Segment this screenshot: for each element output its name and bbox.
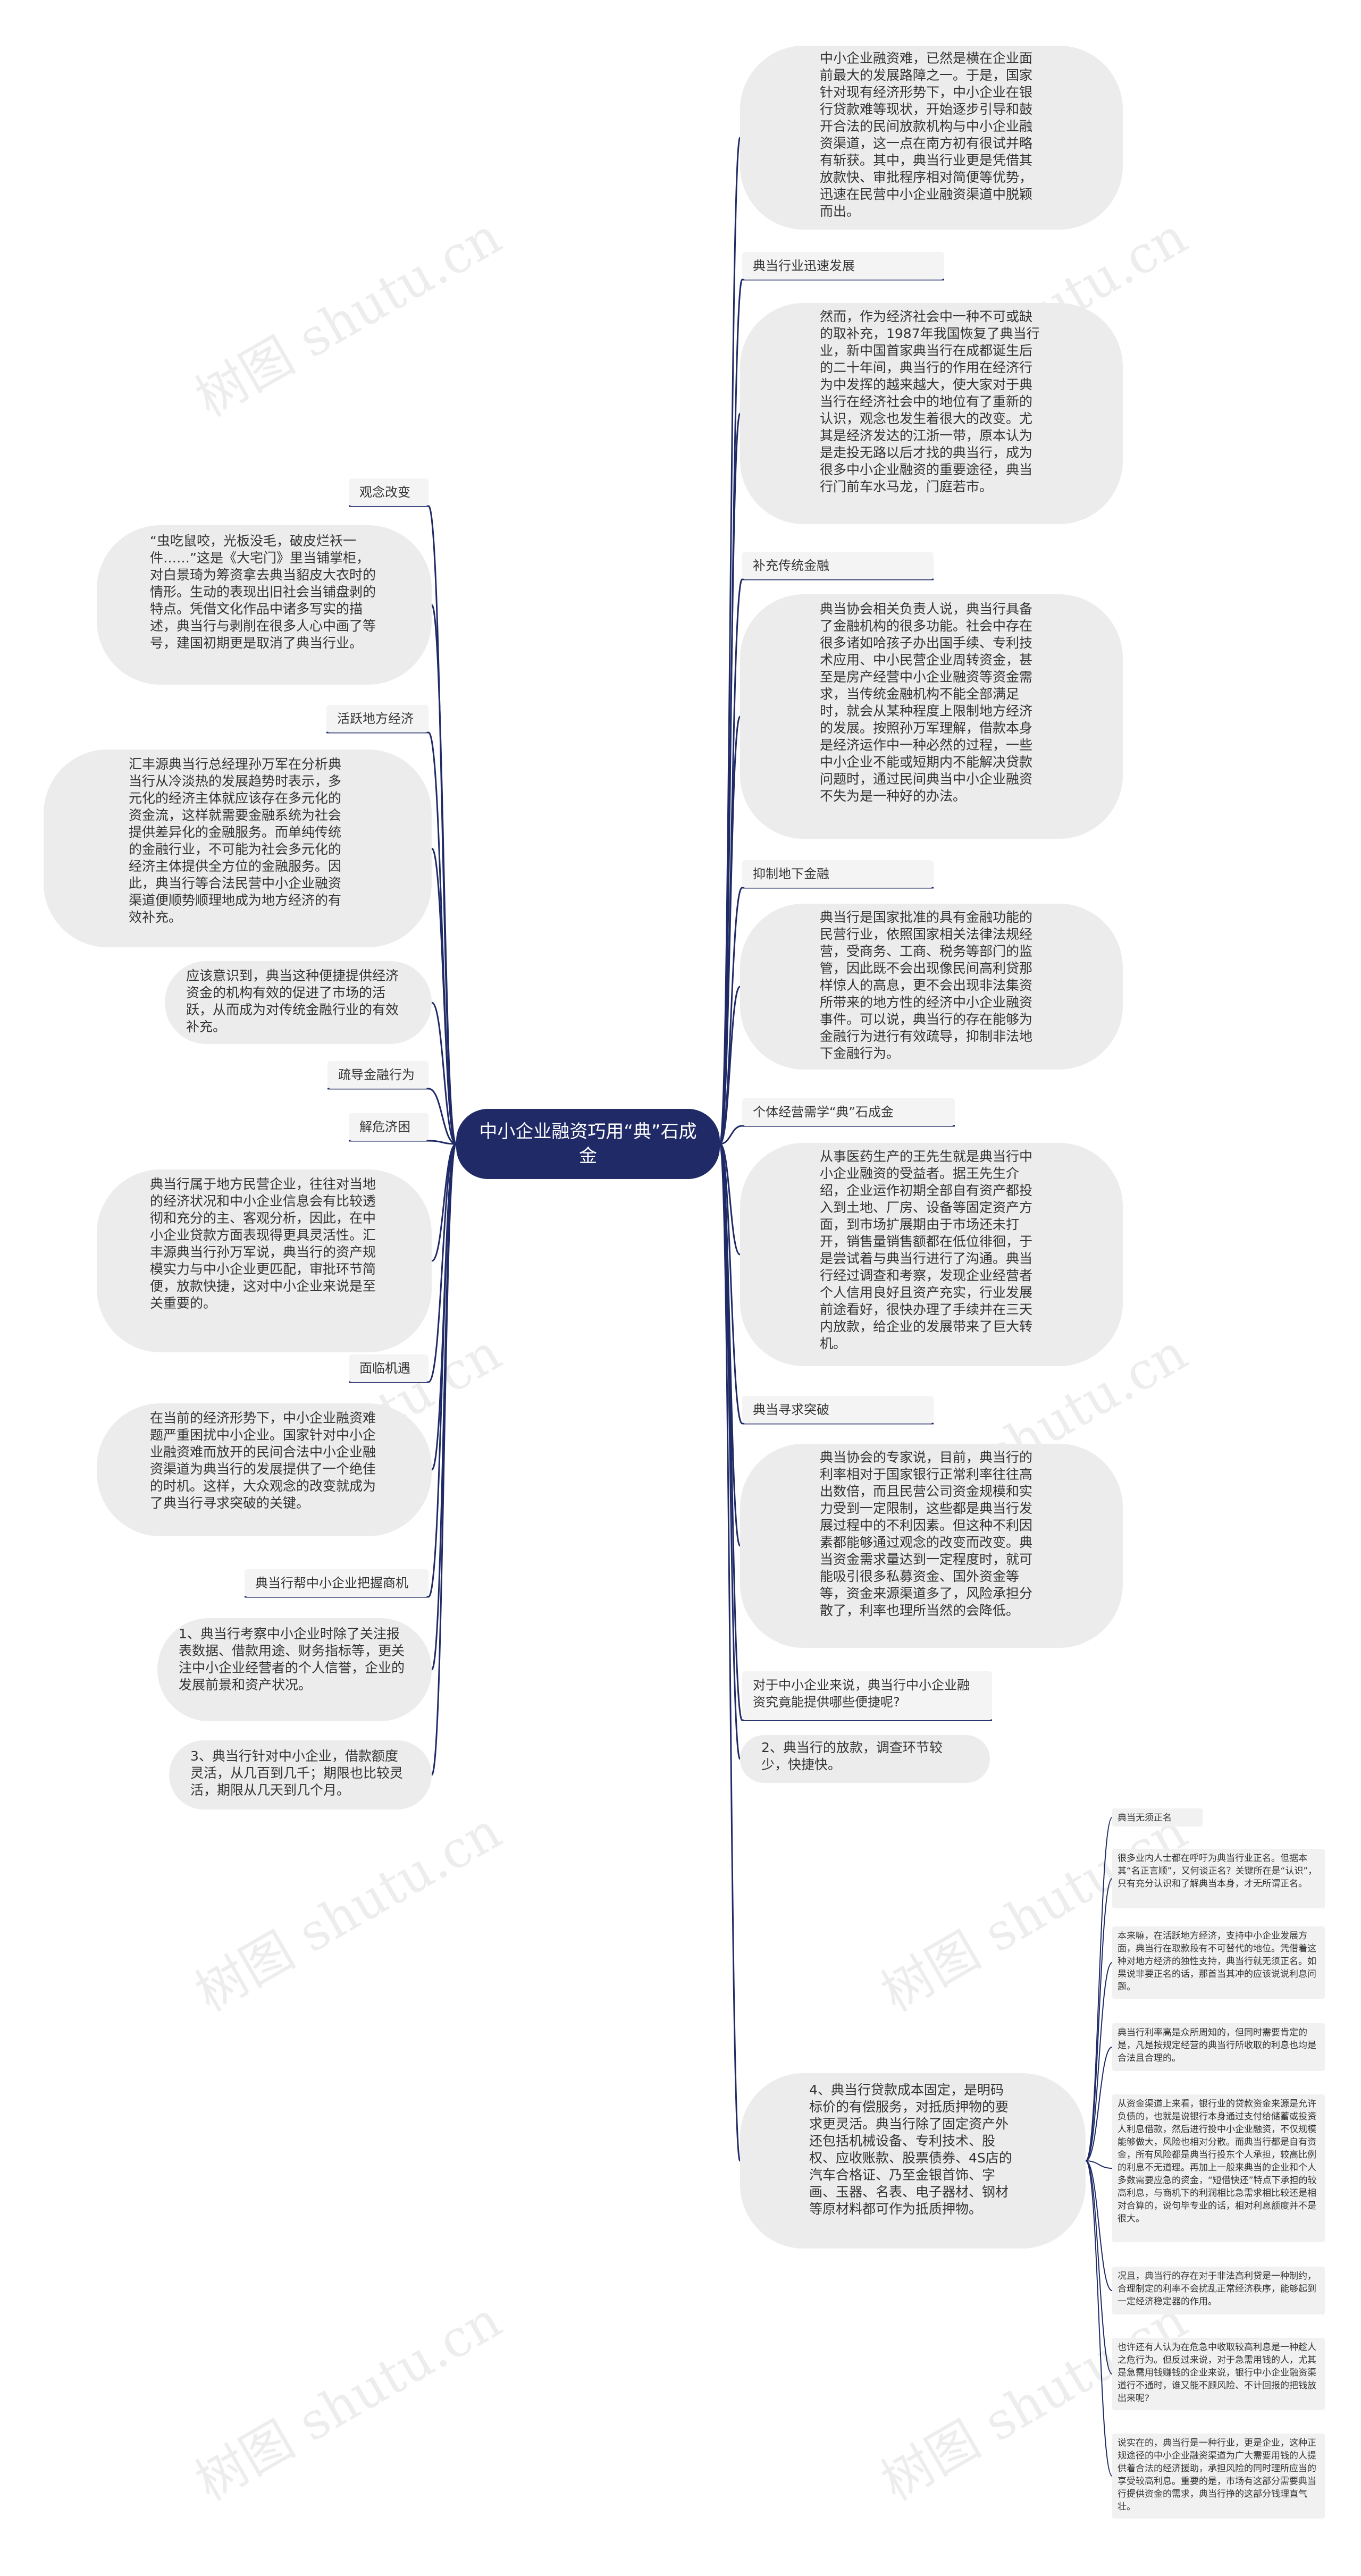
connector-sub-6 bbox=[1085, 2160, 1113, 2291]
connector-right-5 bbox=[719, 715, 741, 1145]
connector-left-4 bbox=[431, 847, 457, 1145]
sub-node-8[interactable]: 说实在的，典当行是一种行业，更是企业，这种正规途径的中小企业融资渠道为广大需要用… bbox=[1112, 2434, 1325, 2519]
connector-left-7 bbox=[428, 1140, 457, 1145]
connector-left-2 bbox=[431, 604, 457, 1145]
right-label-1[interactable]: 典当行业迅速发展 bbox=[742, 252, 944, 280]
connector-sub-8 bbox=[1085, 2160, 1113, 2477]
connector-left-13 bbox=[431, 1143, 457, 1776]
connector-sub-1 bbox=[1085, 1817, 1113, 2161]
connector-sub-5 bbox=[1085, 2160, 1113, 2169]
connector-left-9 bbox=[427, 1143, 457, 1383]
left-node-2[interactable]: 汇丰源典当行总经理孙万军在分析典当行从冷淡热的发展趋势时表示，多元化的经济主体就… bbox=[44, 750, 432, 947]
left-node-5[interactable]: 在当前的经济形势下，中小企业融资难题严重困扰中小企业。国家针对中小企业融资难而放… bbox=[97, 1403, 432, 1536]
left-node-6[interactable]: 1、典当行考察中小企业时除了关注报表数据、借款用途、财务指标等，更关注中小企业经… bbox=[157, 1618, 432, 1721]
sub-node-1[interactable]: 典当无须正名 bbox=[1112, 1808, 1203, 1826]
connector-right-10 bbox=[719, 1143, 743, 1425]
left-node-1[interactable]: “虫吃鼠咬，光板没毛，破皮烂袄一件……”这是《大宅门》里当铺掌柜，对白景琦为筹资… bbox=[97, 525, 432, 685]
right-node-5[interactable]: 从事医药生产的王先生就是典当行中小企业融资的受益者。据王先生介绍，企业运作初期全… bbox=[740, 1143, 1123, 1366]
sub-node-2[interactable]: 很多业内人士都在呼吁为典当行业正名。但据本其“名正言顺”，又何谈正名？关键所在是… bbox=[1112, 1849, 1325, 1908]
connector-sub-4 bbox=[1085, 2047, 1113, 2161]
connector-left-11 bbox=[427, 1143, 457, 1598]
left-label-3[interactable]: 疏导金融行为 bbox=[327, 1061, 429, 1089]
connector-right-14 bbox=[719, 1143, 741, 2162]
sub-node-6[interactable]: 况且，典当行的存在对于非法高利贷是一种制约，合理制定的利率不会扰乱正常经济秩序，… bbox=[1112, 2267, 1325, 2314]
right-node-4[interactable]: 典当行是国家批准的具有金融功能的民营行业，依照国家相关法律法规经营，受商务、工商… bbox=[740, 904, 1123, 1070]
sub-node-4[interactable]: 典当行利率高是众所周知的，但同时需要肯定的是，凡是按规定经营的典当行所收取的利息… bbox=[1112, 2023, 1325, 2071]
left-label-1[interactable]: 观念改变 bbox=[349, 478, 429, 506]
right-node-6[interactable]: 典当协会的专家说，目前，典当行的利率相对于国家银行正常利率往往高出数倍，而且民营… bbox=[740, 1444, 1123, 1648]
connector-right-12 bbox=[719, 1143, 743, 1721]
connector-right-8 bbox=[719, 1125, 743, 1145]
left-label-6[interactable]: 典当行帮中小企业把握商机 bbox=[245, 1569, 429, 1597]
connector-sub-7 bbox=[1085, 2160, 1113, 2375]
left-label-2[interactable]: 活跃地方经济 bbox=[326, 705, 429, 733]
right-node-1[interactable]: 中小企业融资难，已然是横在企业面前最大的发展路障之一。于是，国家针对现有经济形势… bbox=[740, 46, 1123, 230]
connector-right-3 bbox=[719, 413, 741, 1145]
central-topic[interactable]: 中小企业融资巧用“典”石成金 bbox=[456, 1109, 720, 1179]
right-label-5[interactable]: 典当寻求突破 bbox=[742, 1396, 934, 1424]
right-node-8[interactable]: 4、典当行贷款成本固定，是明码标价的有偿服务，对抵质押物的要求更灵活。典当行除了… bbox=[740, 2073, 1086, 2249]
connector-left-12 bbox=[431, 1143, 457, 1671]
sub-node-5[interactable]: 从资金渠道上来看，银行业的贷款资金来源是允许负债的，也就是说银行本身通过支付给储… bbox=[1112, 2094, 1325, 2242]
right-node-2[interactable]: 然而，作为经济社会中一种不可或缺的取补充，1987年我国恢复了典当行业，新中国首… bbox=[740, 303, 1123, 524]
right-label-2[interactable]: 补充传统金融 bbox=[742, 552, 934, 579]
connector-left-5 bbox=[431, 1001, 457, 1145]
connector-sub-3 bbox=[1085, 1962, 1113, 2161]
connector-sub-2 bbox=[1085, 1878, 1113, 2161]
right-label-4[interactable]: 个体经营需学“典”石成金 bbox=[742, 1098, 955, 1126]
left-node-3[interactable]: 应该意识到，典当这种便捷提供经济资金的机构有效的促进了市场的活跃，从而成为对传统… bbox=[165, 961, 432, 1044]
left-label-4[interactable]: 解危济困 bbox=[349, 1113, 429, 1141]
right-label-6[interactable]: 对于中小企业来说，典当行中小企业融资究竟能提供哪些便捷呢? bbox=[742, 1671, 992, 1720]
sub-node-7[interactable]: 也许还有人认为在危急中收取较高利息是一种趁人之危行为。但反过来说，对于急需用钱的… bbox=[1112, 2338, 1325, 2410]
right-node-3[interactable]: 典当协会相关负责人说，典当行具备了金融机构的很多功能。社会中存在很多诸如哈孩子办… bbox=[740, 594, 1123, 839]
right-label-3[interactable]: 抑制地下金融 bbox=[742, 860, 934, 888]
left-label-5[interactable]: 面临机遇 bbox=[349, 1354, 429, 1382]
connector-left-6 bbox=[428, 1088, 457, 1145]
right-node-7[interactable]: 2、典当行的放款，调查环节较少，快捷快。 bbox=[740, 1735, 990, 1783]
sub-node-3[interactable]: 本来嘛，在活跃地方经济，支持中小企业发展方面，典当行在取款段有不可替代的地位。凭… bbox=[1112, 1926, 1325, 1999]
connector-right-9 bbox=[719, 1143, 741, 1256]
left-node-4[interactable]: 典当行属于地方民营企业，往往对当地的经济状况和中小企业信息会有比较透彻和充分的主… bbox=[97, 1169, 432, 1352]
connector-right-7 bbox=[719, 986, 741, 1145]
left-node-7[interactable]: 3、典当行针对中小企业，借款额度灵活，从几百到几千；期限也比较灵活，期限从几天到… bbox=[169, 1740, 432, 1809]
